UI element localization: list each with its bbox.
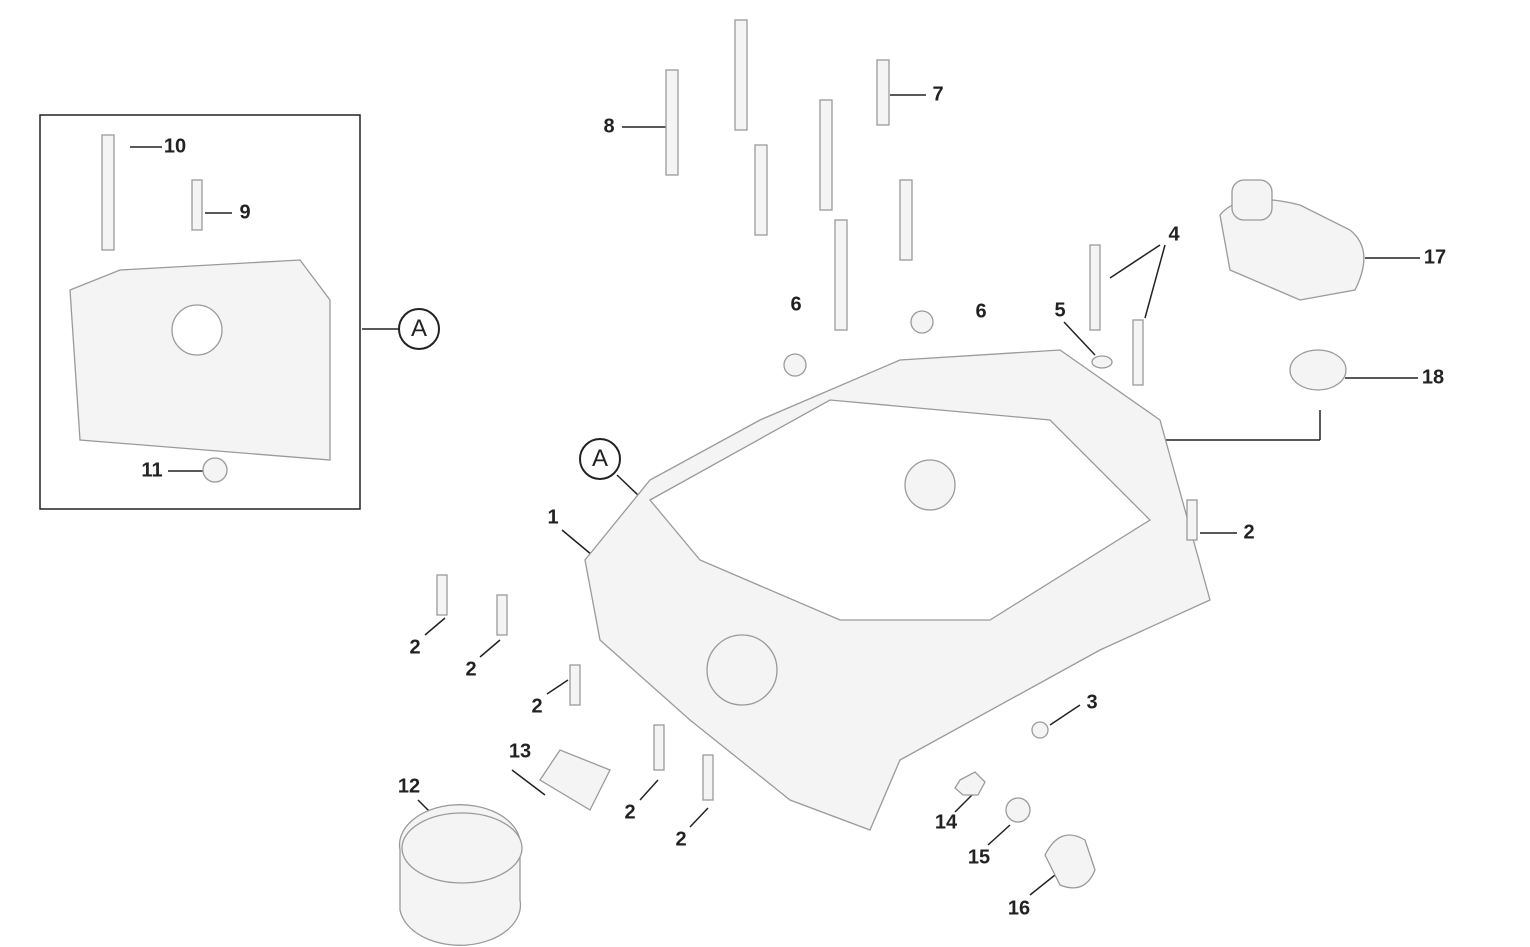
cap-16 [1044, 834, 1096, 889]
callout-5: 5 [1054, 299, 1066, 322]
callout-2: 2 [1243, 521, 1255, 544]
callout-7: 7 [932, 83, 944, 106]
seal-18 [1289, 349, 1347, 391]
bolt-7 [876, 59, 890, 126]
callout-2: 2 [624, 801, 636, 824]
callout-2: 2 [675, 828, 687, 851]
callout-6: 6 [975, 300, 987, 323]
bolt-8 [665, 69, 679, 176]
nut-14 [954, 771, 986, 796]
bolt-10 [101, 134, 115, 251]
sensor-15 [1005, 797, 1031, 823]
callout-16: 16 [1007, 897, 1031, 920]
callout-14: 14 [934, 811, 958, 834]
bolt-3 [1031, 721, 1049, 739]
detail-marker-a: A [579, 438, 621, 480]
callout-13: 13 [508, 740, 532, 763]
callout-1: 1 [547, 506, 559, 529]
callout-8: 8 [603, 115, 615, 138]
callout-2: 2 [465, 658, 477, 681]
callout-3: 3 [1086, 691, 1098, 714]
callout-9: 9 [239, 201, 251, 224]
part-shapes [69, 19, 1365, 946]
callout-2: 2 [531, 695, 543, 718]
callout-12: 12 [397, 775, 421, 798]
plug-11 [202, 457, 228, 483]
inset-frame [39, 114, 361, 510]
inset-detail-part [69, 259, 331, 461]
callout-4: 4 [1168, 223, 1180, 246]
callout-15: 15 [967, 846, 991, 869]
callout-17: 17 [1423, 246, 1447, 269]
leader-lines [39, 94, 1420, 896]
inset-marker-a: A [398, 308, 440, 350]
callout-18: 18 [1421, 366, 1445, 389]
callout-2: 2 [409, 636, 421, 659]
callout-6: 6 [790, 293, 802, 316]
bolt-9 [191, 179, 203, 231]
fitting-13 [539, 749, 611, 811]
callout-10: 10 [163, 135, 187, 158]
callout-11: 11 [141, 459, 163, 482]
